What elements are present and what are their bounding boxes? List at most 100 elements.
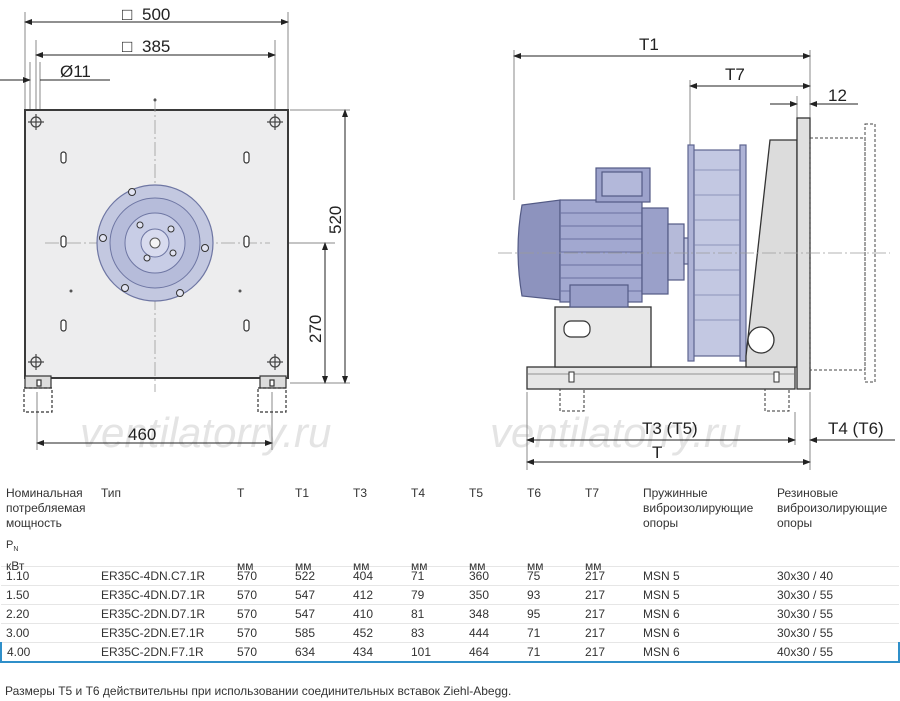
cell-rubber-mount: 30x30 / 55 <box>772 623 899 643</box>
cell-type: ER35C-2DN.E7.1R <box>96 623 232 643</box>
header-power: Номинальная потребляемая мощность PN кВт <box>1 480 96 573</box>
dim-square-holes-symbol: □ <box>122 37 132 56</box>
cell-t3: 452 <box>348 623 406 643</box>
side-view: T1 T7 12 T3 (T5) T4 (T6) T <box>498 35 895 470</box>
cell-power: 4.00 <box>0 642 96 663</box>
cell-type: ER35C-4DN.D7.1R <box>96 585 232 605</box>
cell-t5: 360 <box>464 566 522 586</box>
dim-base-width: 460 <box>128 425 156 444</box>
cell-spring-mount: MSN 5 <box>638 585 772 605</box>
cell-t: 570 <box>232 604 290 624</box>
cell-t5: 350 <box>464 585 522 605</box>
cell-t7: 217 <box>580 623 638 643</box>
spec-table: Номинальная потребляемая мощность PN кВт… <box>0 480 900 663</box>
cell-rubber-mount: 40x30 / 55 <box>772 642 900 663</box>
table-header-row: Номинальная потребляемая мощность PN кВт… <box>1 480 899 573</box>
front-feet <box>23 375 287 413</box>
back-plate <box>796 117 811 390</box>
cell-t4: 71 <box>406 566 464 586</box>
dim-t7: T7 <box>725 65 745 84</box>
cell-spring-mount: MSN 6 <box>638 623 772 643</box>
table-row: 3.00 ER35C-2DN.E7.1R 570 585 452 83 444 … <box>1 623 899 643</box>
cell-type: ER35C-4DN.C7.1R <box>96 566 232 586</box>
table-row: 1.50 ER35C-4DN.D7.1R 570 547 412 79 350 … <box>1 585 899 605</box>
header-rubber-mounts: Резиновые виброизолирующие опоры <box>777 486 888 530</box>
cell-t4: 83 <box>406 623 464 643</box>
cell-t: 570 <box>232 585 290 605</box>
cell-t4: 81 <box>406 604 464 624</box>
dim-t4-t6: T4 (T6) <box>828 419 884 438</box>
watermark-left: ventilatorry.ru <box>80 409 331 456</box>
header-type: Тип <box>101 486 122 500</box>
cell-t: 570 <box>232 623 290 643</box>
table-row: 2.20 ER35C-2DN.D7.1R 570 547 410 81 348 … <box>1 604 899 624</box>
header-title: Номинальная потребляемая мощность <box>6 486 86 530</box>
cell-t1: 547 <box>290 604 348 624</box>
cell-t3: 404 <box>348 566 406 586</box>
cell-rubber-mount: 30x30 / 40 <box>772 566 899 586</box>
dim-outer-width: 500 <box>142 5 170 24</box>
motor-flange <box>96 184 214 302</box>
cell-t7: 217 <box>580 642 638 663</box>
technical-drawing: ventilatorry.ru ventilatorry.ru □ 500 □ … <box>0 5 895 470</box>
cell-t1: 634 <box>290 642 348 663</box>
cell-rubber-mount: 30x30 / 55 <box>772 585 899 605</box>
cell-rubber-mount: 30x30 / 55 <box>772 604 899 624</box>
cell-t3: 412 <box>348 585 406 605</box>
cell-t1: 547 <box>290 585 348 605</box>
cell-t: 570 <box>232 642 290 663</box>
slot-holes <box>60 151 250 332</box>
dim-t1: T1 <box>639 35 659 54</box>
cell-t5: 464 <box>464 642 522 663</box>
cell-t7: 217 <box>580 604 638 624</box>
inlet-flange <box>809 123 876 383</box>
table-row-highlighted: 4.00 ER35C-2DN.F7.1R 570 634 434 101 464… <box>0 642 900 663</box>
cell-t7: 217 <box>580 585 638 605</box>
cell-spring-mount: MSN 6 <box>638 642 772 663</box>
cell-type: ER35C-2DN.F7.1R <box>96 642 232 663</box>
dim-square-outer-symbol: □ <box>122 5 132 24</box>
dim-height: 520 <box>326 206 345 234</box>
cell-t6: 95 <box>522 604 580 624</box>
dim-t: T <box>652 443 662 462</box>
cell-t7: 217 <box>580 566 638 586</box>
cell-power: 1.50 <box>1 585 96 605</box>
cell-t5: 348 <box>464 604 522 624</box>
motor <box>517 167 693 308</box>
cell-t1: 585 <box>290 623 348 643</box>
cell-t1: 522 <box>290 566 348 586</box>
cell-power: 2.20 <box>1 604 96 624</box>
watermark-right: ventilatorry.ru <box>490 409 741 456</box>
cell-t6: 93 <box>522 585 580 605</box>
cell-t3: 434 <box>348 642 406 663</box>
cell-power: 1.10 <box>1 566 96 586</box>
cell-t6: 71 <box>522 642 580 663</box>
header-spring-mounts: Пружинные виброизолирующие опоры <box>643 486 754 530</box>
cell-spring-mount: MSN 5 <box>638 566 772 586</box>
dim-hole-spacing: 385 <box>142 37 170 56</box>
cell-t4: 101 <box>406 642 464 663</box>
footnote: Размеры T5 и T6 действительны при исполь… <box>5 684 512 698</box>
cell-t6: 75 <box>522 566 580 586</box>
dim-flange-thickness: 12 <box>828 86 847 105</box>
cell-t5: 444 <box>464 623 522 643</box>
cell-t4: 79 <box>406 585 464 605</box>
cell-t3: 410 <box>348 604 406 624</box>
dim-center-height: 270 <box>306 315 325 343</box>
table-row: 1.10 ER35C-4DN.C7.1R 570 522 404 71 360 … <box>1 566 899 586</box>
dim-hole-diameter: Ø11 <box>60 62 91 81</box>
base-frame <box>526 366 796 390</box>
cell-spring-mount: MSN 6 <box>638 604 772 624</box>
cell-type: ER35C-2DN.D7.1R <box>96 604 232 624</box>
dim-t3-t5: T3 (T5) <box>642 419 698 438</box>
front-view: □ 500 □ 385 Ø11 520 270 460 <box>0 5 350 450</box>
header-unit: кВт <box>6 559 25 573</box>
cell-t6: 71 <box>522 623 580 643</box>
